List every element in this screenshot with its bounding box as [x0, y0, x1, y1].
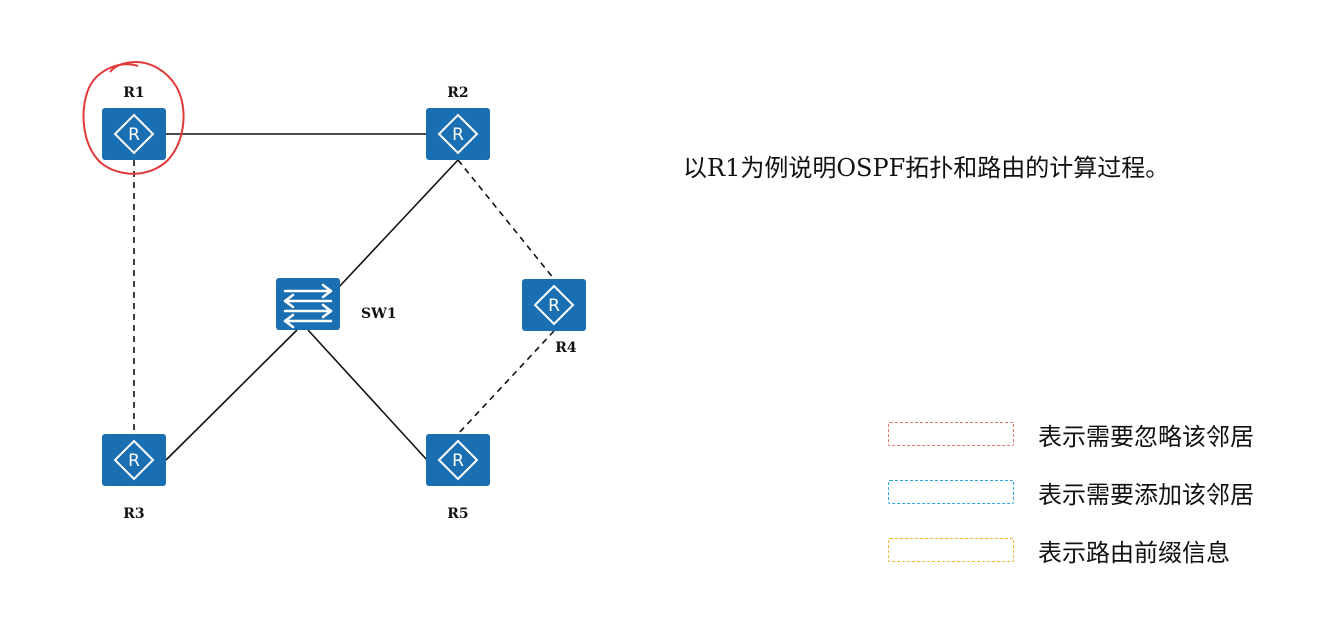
link-sw1-r3	[165, 329, 298, 461]
router-icon	[425, 433, 491, 487]
link-r4-r5-dashed	[457, 330, 555, 435]
router-r2[interactable]: R2	[425, 85, 491, 161]
router-icon	[425, 107, 491, 161]
switch-icon	[274, 276, 342, 332]
diagram-caption: 以R1为例说明OSPF拓扑和路由的计算过程。	[683, 154, 1170, 182]
router-icon	[101, 107, 167, 161]
link-r2-sw1	[337, 159, 459, 289]
highlight-circle	[82, 60, 185, 175]
router-r4[interactable]: R4	[521, 278, 587, 356]
legend: 表示需要忽略该邻居 表示需要添加该邻居 表示路由前缀信息	[888, 420, 1308, 594]
legend-swatch-red	[888, 422, 1014, 446]
link-r2-r4-dashed	[457, 159, 555, 280]
node-label-r5: R5	[447, 506, 468, 522]
link-sw1-r5	[307, 329, 428, 461]
node-label-r3: R3	[123, 506, 144, 522]
router-r5[interactable]: R5	[425, 433, 491, 522]
node-label-r2: R2	[447, 85, 468, 101]
legend-item-route-prefix: 表示路由前缀信息	[888, 536, 1308, 567]
legend-swatch-yellow	[888, 538, 1014, 562]
router-icon	[101, 433, 167, 487]
legend-item-add-neighbor: 表示需要添加该邻居	[888, 478, 1308, 509]
legend-item-ignore-neighbor: 表示需要忽略该邻居	[888, 420, 1308, 451]
legend-text: 表示路由前缀信息	[1038, 538, 1230, 567]
legend-text: 表示需要添加该邻居	[1038, 480, 1254, 509]
node-label-r1: R1	[123, 85, 144, 101]
node-label-r4: R4	[555, 340, 577, 356]
legend-text: 表示需要忽略该邻居	[1038, 422, 1254, 451]
router-icon	[521, 278, 587, 332]
node-label-sw1: SW1	[361, 306, 397, 322]
switch-sw1[interactable]: SW1	[274, 276, 397, 332]
legend-swatch-blue	[888, 480, 1014, 504]
router-r3[interactable]: R3	[101, 433, 167, 522]
router-r1[interactable]: R1	[101, 85, 167, 161]
